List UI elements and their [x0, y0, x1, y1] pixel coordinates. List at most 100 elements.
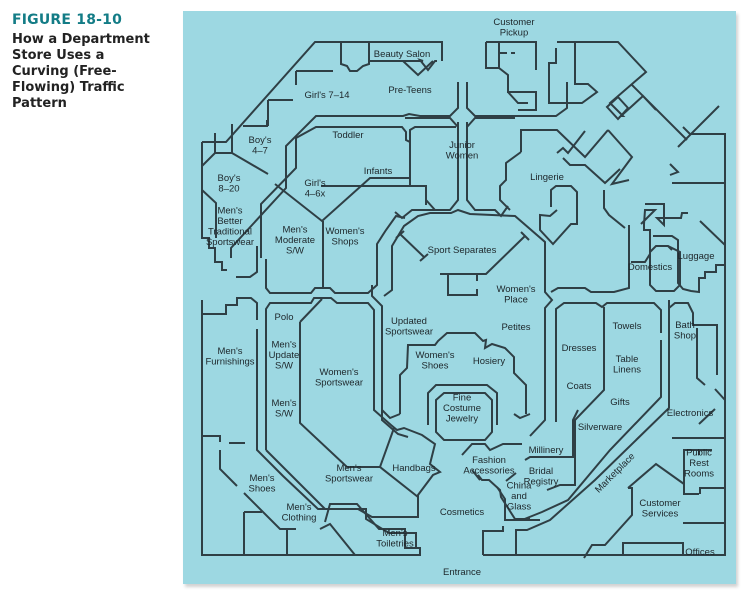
wall-marketplace [505, 300, 670, 556]
wall-beauty-v [402, 60, 434, 77]
wall-bridal [505, 472, 517, 482]
label-line: Public [686, 448, 712, 459]
department-label-entrance: Entrance [443, 567, 481, 578]
wall-lingerie [520, 129, 609, 159]
label-line: Luggage [678, 251, 715, 262]
wall-lingerie-diag [607, 129, 634, 186]
label-line: and [511, 491, 527, 502]
label-line: Updated [391, 316, 427, 327]
label-line: 4–7 [252, 145, 268, 156]
label-line: Traditional [208, 226, 252, 237]
wall-lingerie-inner [562, 157, 621, 185]
label-line: Shoes [422, 360, 449, 371]
wall-lingerie-post [539, 185, 578, 246]
wall-bath-shop [668, 302, 718, 375]
label-line: Shops [332, 236, 359, 247]
label-line: Customer [493, 17, 534, 28]
label-line: Men's [271, 340, 296, 351]
wall-corridor-left [236, 246, 258, 278]
department-label-beauty-salon: Beauty Salon [374, 49, 431, 60]
wall-towels-right [521, 340, 662, 521]
label-line: Offices [685, 547, 715, 558]
wall-inner-bottom-right [513, 413, 531, 420]
label-line: Toiletries [376, 538, 414, 549]
label-line: Toddler [332, 130, 363, 141]
label-line: Boy's [249, 135, 272, 146]
wall-restroom-bottom [699, 487, 725, 494]
department-label-electronics: Electronics [667, 408, 714, 419]
label-line: Linens [613, 364, 641, 375]
label-line: Beauty Salon [374, 49, 431, 60]
label-line: Silverware [578, 422, 622, 433]
label-line: Coats [567, 381, 592, 392]
label-line: Women [446, 150, 479, 161]
department-label-hosiery: Hosiery [473, 356, 505, 367]
label-line: Women's [325, 226, 364, 237]
label-line: Clothing [282, 512, 317, 523]
label-line: Men's [249, 473, 274, 484]
label-line: Rest [689, 458, 709, 469]
department-label-offices: Offices [685, 547, 715, 558]
label-line: Better [217, 216, 242, 227]
label-line: Sportswear [315, 377, 363, 388]
label-line: Polo [274, 312, 293, 323]
wall-mens-shoes-diag [219, 450, 238, 487]
wall-infants [410, 185, 436, 211]
label-line: Sport Separates [428, 245, 497, 256]
label-line: Men's [382, 528, 407, 539]
wall-millinery [524, 409, 579, 461]
wall-sport-sep-bar-end1 [395, 230, 405, 239]
department-label-girls-7-14: Girl's 7–14 [304, 90, 349, 101]
label-line: Men's [282, 225, 307, 236]
label-line: Electronics [667, 408, 714, 419]
label-line: Fashion [472, 455, 506, 466]
label-line: Dresses [562, 343, 597, 354]
figure-caption: FIGURE 18-10 How a Department Store Uses… [12, 12, 172, 112]
wall-domestics [649, 245, 681, 292]
wall-cust-svc-left [583, 487, 633, 559]
wall-restrooms-door [698, 449, 712, 455]
wall-mens-shoes-diag2 [243, 492, 296, 530]
wall-elevator-boxes [605, 96, 630, 121]
wall-clothing-right [319, 522, 356, 556]
label-line: Sportswear [325, 473, 373, 484]
department-label-lingerie: Lingerie [530, 172, 564, 183]
figure-number: FIGURE 18-10 [12, 12, 123, 28]
label-line: S/W [286, 246, 304, 257]
label-line: Men's [286, 502, 311, 513]
wall-pickup-inner [485, 42, 537, 111]
department-label-polo: Polo [274, 312, 293, 323]
wall-sport-sep-box [447, 274, 478, 296]
wall-womens-sw [299, 322, 380, 468]
department-label-pre-teens: Pre-Teens [388, 85, 432, 96]
wall-boys47 [231, 152, 269, 175]
label-line: Moderate [275, 235, 315, 246]
wall-pickup-lower [507, 91, 528, 104]
wall-jewelry-ring [427, 384, 498, 425]
wall-toddler [260, 126, 456, 258]
label-line: Place [504, 294, 528, 305]
label-line: Bath [675, 320, 695, 331]
department-label-coats: Coats [567, 381, 592, 392]
wall-mens-shoes [202, 435, 221, 442]
label-line: Domestics [628, 262, 673, 273]
label-line: Pre-Teens [388, 85, 432, 96]
wall-outer-bottom-right [483, 320, 726, 556]
department-label-infants: Infants [364, 166, 393, 177]
wall-boys-inner [201, 124, 233, 167]
